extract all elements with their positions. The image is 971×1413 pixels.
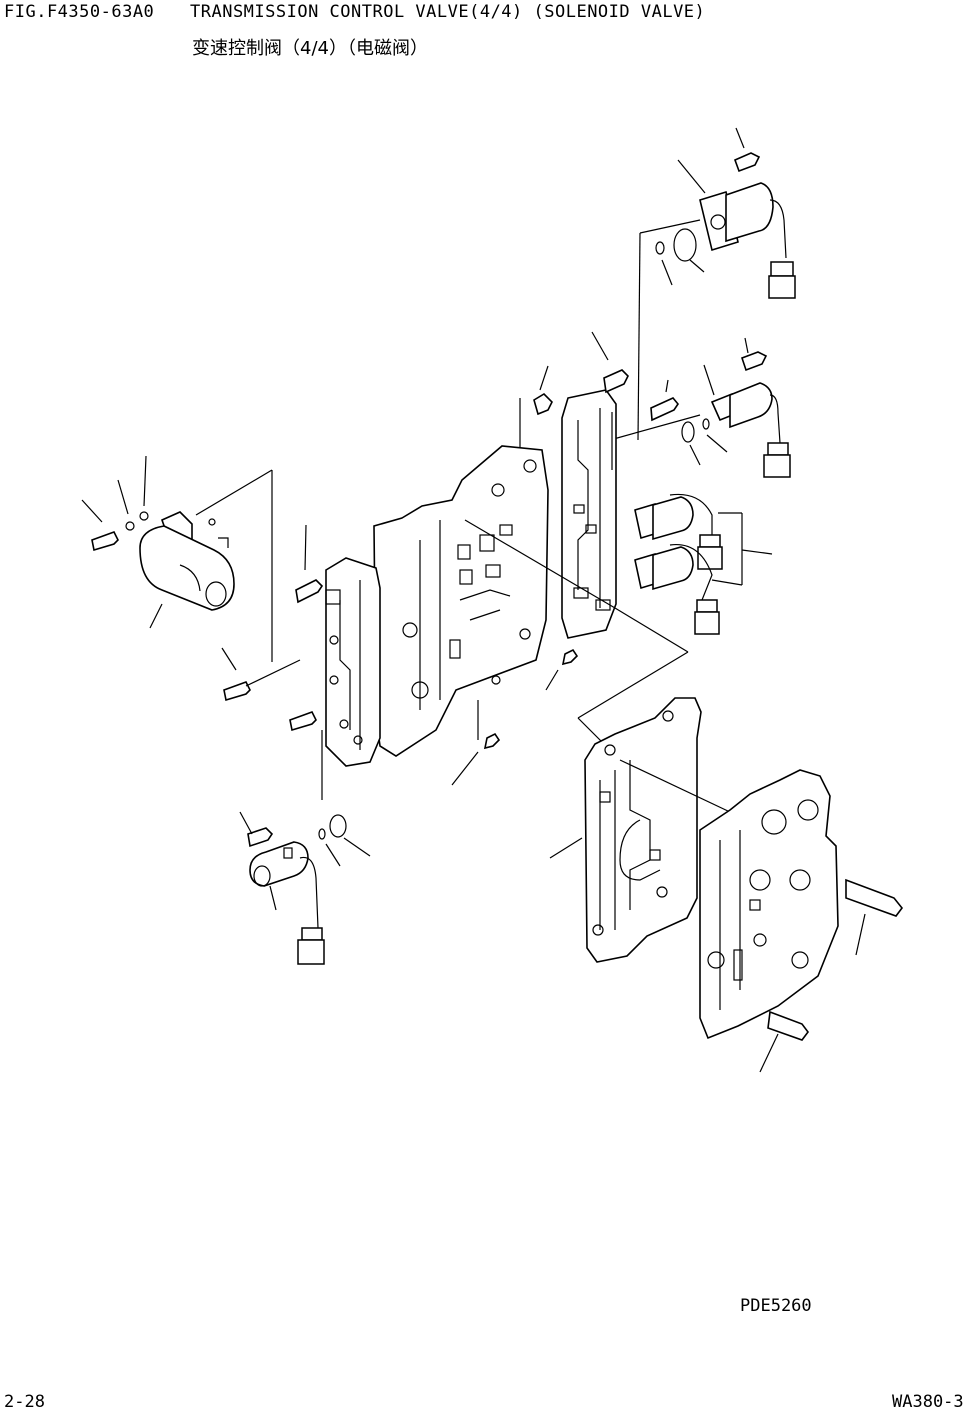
left-cover-plate bbox=[325, 557, 381, 767]
figure-number: FIG.F4350-63A0 bbox=[4, 2, 155, 22]
large-solenoid-left bbox=[81, 455, 235, 629]
page-number: 2-28 bbox=[4, 1392, 45, 1412]
solenoid-valve-upper-right bbox=[609, 337, 791, 478]
lower-valve-body bbox=[699, 769, 904, 1073]
gasket-plate bbox=[549, 697, 731, 963]
solenoid-valve-pair bbox=[634, 493, 773, 635]
left-plate-bolts bbox=[195, 469, 324, 800]
machine-model: WA380-3 bbox=[892, 1392, 964, 1412]
small-solenoid-bottom-left bbox=[239, 811, 371, 965]
main-valve-body bbox=[373, 445, 689, 761]
figure-title-english: TRANSMISSION CONTROL VALVE(4/4) (SOLENOI… bbox=[190, 2, 706, 22]
solenoid-valve-top-right bbox=[637, 127, 796, 441]
body-bolts bbox=[451, 648, 579, 786]
figure-title-chinese: 变速控制阀（4/4）（电磁阀） bbox=[192, 38, 428, 59]
drawing-code: PDE5260 bbox=[740, 1296, 812, 1316]
